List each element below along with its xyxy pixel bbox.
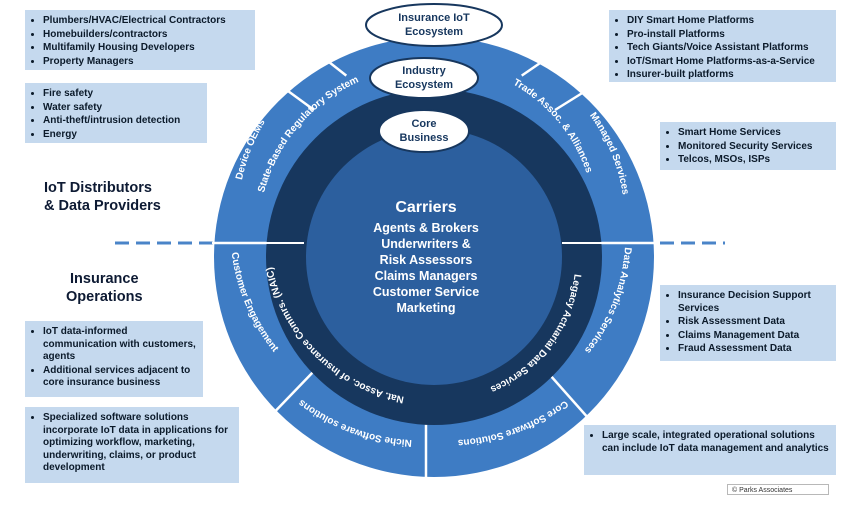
box-item: Insurance Decision Support Services bbox=[678, 289, 830, 315]
box-platforms: DIY Smart Home Platforms Pro-install Pla… bbox=[609, 10, 836, 82]
ellipse-industry bbox=[369, 57, 479, 99]
box-item: Large scale, integrated operational solu… bbox=[602, 429, 830, 455]
ellipse-core-line1: Core bbox=[411, 118, 436, 130]
center-item: Marketing bbox=[396, 301, 455, 315]
box-item: Homebuilders/contractors bbox=[43, 28, 249, 42]
core-circle bbox=[306, 129, 562, 385]
box-item: Monitored Security Services bbox=[678, 140, 830, 154]
box-item: Plumbers/HVAC/Electrical Contractors bbox=[43, 14, 249, 28]
ellipse-core-line2: Business bbox=[400, 132, 449, 144]
box-item: Fire safety bbox=[43, 87, 201, 101]
box-item: Energy bbox=[43, 128, 201, 142]
side-title-insurance-operations: Insurance Operations bbox=[66, 271, 143, 305]
box-item: Fraud Assessment Data bbox=[678, 342, 830, 356]
box-item: IoT/Smart Home Platforms-as-a-Service bbox=[627, 55, 830, 69]
box-item: Claims Management Data bbox=[678, 329, 830, 343]
box-item: Risk Assessment Data bbox=[678, 315, 830, 329]
box-managed-services: Smart Home Services Monitored Security S… bbox=[660, 122, 836, 170]
box-item: Pro-install Platforms bbox=[627, 28, 830, 42]
center-item: Agents & Brokers bbox=[373, 221, 479, 235]
box-installers: Plumbers/HVAC/Electrical Contractors Hom… bbox=[25, 10, 255, 70]
box-item: DIY Smart Home Platforms bbox=[627, 14, 830, 28]
outer-separator bbox=[261, 70, 315, 112]
ellipse-core bbox=[378, 109, 470, 153]
center-title: Carriers bbox=[395, 199, 456, 216]
outer-separator bbox=[520, 27, 591, 77]
box-core-software: Large scale, integrated operational solu… bbox=[584, 425, 836, 475]
center-item: Risk Assessors bbox=[380, 253, 473, 267]
box-niche-software: Specialized software solutions incorpora… bbox=[25, 407, 239, 483]
outer-separator bbox=[286, 27, 348, 77]
box-customer-engagement: IoT data-informed communication with cus… bbox=[25, 321, 203, 397]
box-item: Tech Giants/Voice Assistant Platforms bbox=[627, 41, 830, 55]
ellipse-industry-line1: Industry bbox=[402, 65, 446, 77]
copyright-credit: © Parks Associates bbox=[727, 484, 829, 495]
center-item: Underwriters & bbox=[381, 237, 471, 251]
box-item: Smart Home Services bbox=[678, 126, 830, 140]
box-item: Insurer-built platforms bbox=[627, 68, 830, 82]
ellipse-insurance-iot bbox=[365, 3, 503, 47]
center-item: Customer Service bbox=[373, 285, 479, 299]
outer-separator bbox=[261, 369, 316, 426]
center-item: Claims Managers bbox=[375, 269, 478, 283]
box-device-categories: Fire safety Water safety Anti-theft/intr… bbox=[25, 83, 207, 143]
box-item: Property Managers bbox=[43, 55, 249, 69]
box-item: Additional services adjacent to core ins… bbox=[43, 364, 197, 390]
ellipse-insurance-iot-line1: Insurance IoT bbox=[398, 12, 470, 24]
ellipse-industry-line2: Ecosystem bbox=[395, 79, 453, 91]
ellipse-insurance-iot-line2: Ecosystem bbox=[405, 26, 463, 38]
box-item: Telcos, MSOs, ISPs bbox=[678, 153, 830, 167]
box-item: Anti-theft/intrusion detection bbox=[43, 114, 201, 128]
box-item: Specialized software solutions incorpora… bbox=[43, 411, 233, 475]
box-item: IoT data-informed communication with cus… bbox=[43, 325, 197, 364]
box-data-analytics: Insurance Decision Support Services Risk… bbox=[660, 285, 836, 361]
box-item: Multifamily Housing Developers bbox=[43, 41, 249, 55]
outer-separator bbox=[554, 70, 617, 112]
side-title-iot-distributors: IoT Distributors & Data Providers bbox=[44, 180, 161, 214]
box-item: Water safety bbox=[43, 101, 201, 115]
